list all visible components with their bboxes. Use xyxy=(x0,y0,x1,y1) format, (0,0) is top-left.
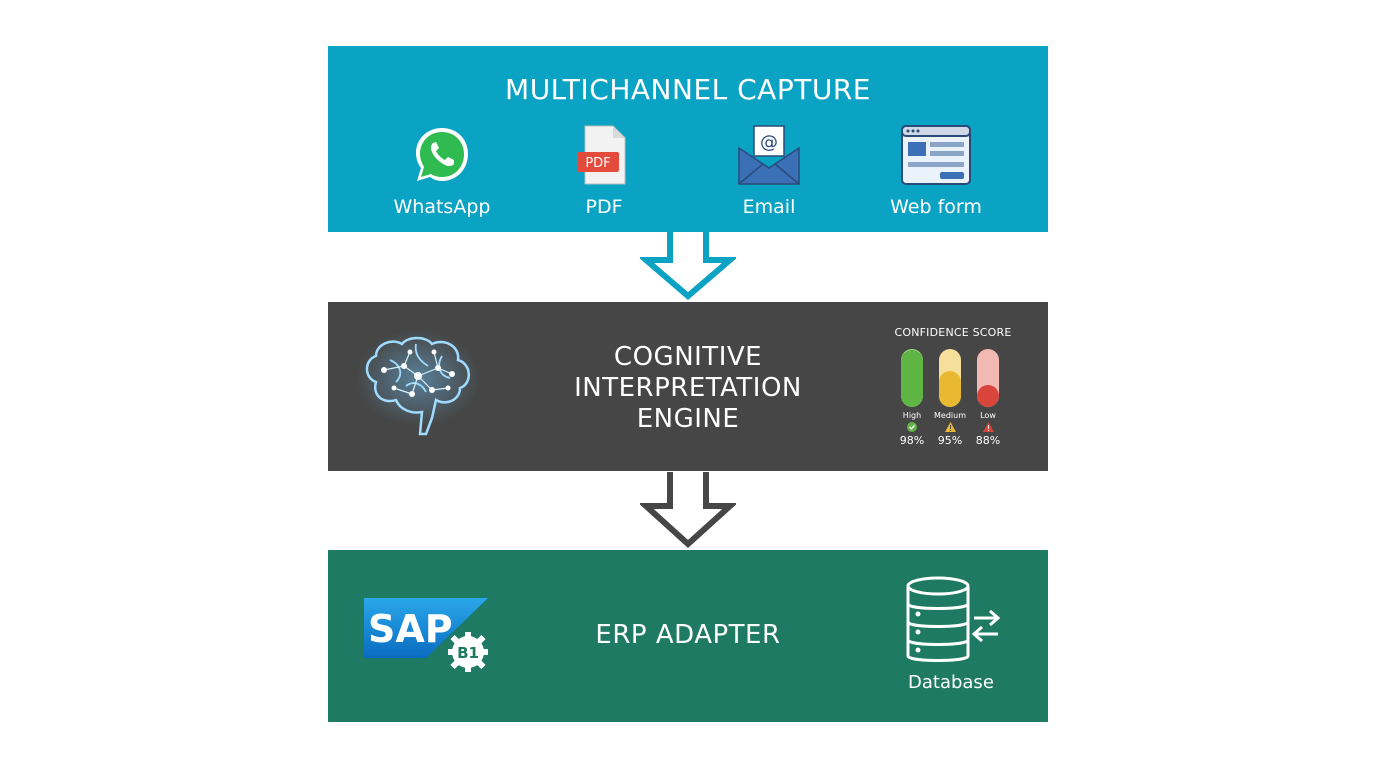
confidence-fill-medium xyxy=(939,371,961,407)
confidence-score-title: CONFIDENCE SCORE xyxy=(894,326,1012,339)
channel-label-pdf: PDF xyxy=(585,196,623,218)
pdf-file-icon: PDF xyxy=(577,125,626,185)
channel-whatsapp: WhatsApp xyxy=(362,124,522,218)
confidence-value-low: 88% xyxy=(975,434,1001,447)
confidence-label-high: High xyxy=(902,411,922,420)
database-block: Database xyxy=(884,576,1024,693)
database-sync-icon xyxy=(906,576,1001,662)
channel-label-email: Email xyxy=(742,196,796,218)
sap-logo-text: SAP xyxy=(368,607,453,651)
check-icon xyxy=(907,422,917,432)
pdf-badge-text: PDF xyxy=(585,156,610,171)
whatsapp-icon xyxy=(416,128,468,181)
confidence-score-widget: CONFIDENCE SCORE High 98% Medium xyxy=(888,326,1018,459)
alert-icon xyxy=(982,422,994,432)
capture-title: MULTICHANNEL CAPTURE xyxy=(505,73,871,106)
engine-title-line-3: ENGINE xyxy=(636,404,740,434)
b1-badge-text: B1 xyxy=(457,644,479,662)
confidence-value-high: 98% xyxy=(899,434,925,447)
flow-arrow-engine-to-erp xyxy=(640,472,736,548)
confidence-tube-low xyxy=(977,349,999,407)
web-form-icon xyxy=(901,125,971,185)
email-envelope-icon: @ xyxy=(738,125,800,185)
brain-network-icon xyxy=(356,330,480,436)
confidence-fill-low xyxy=(977,384,999,407)
flow-arrow-capture-to-engine xyxy=(640,232,736,300)
confidence-label-medium: Medium xyxy=(934,411,966,420)
confidence-fill-high xyxy=(901,350,923,407)
erp-adapter-panel: SAP B1 ERP ADAPTER xyxy=(328,550,1048,722)
sap-b1-logo: SAP B1 xyxy=(364,598,488,672)
confidence-tube-medium xyxy=(939,349,961,407)
confidence-label-low: Low xyxy=(980,411,996,420)
confidence-tube-high xyxy=(901,349,923,407)
email-at-sign: @ xyxy=(760,132,778,153)
warning-icon xyxy=(944,422,956,432)
b1-gear-badge: B1 xyxy=(448,632,488,672)
channel-pdf: PDF PDF xyxy=(524,124,684,218)
channel-email: @ Email xyxy=(689,124,849,218)
engine-title: COGNITIVE INTERPRETATION ENGINE xyxy=(528,342,848,435)
confidence-value-medium: 95% xyxy=(937,434,963,447)
cognitive-engine-panel: COGNITIVE INTERPRETATION ENGINE CONFIDEN… xyxy=(328,302,1048,471)
multichannel-capture-panel: MULTICHANNEL CAPTURE WhatsApp PDF PDF @ … xyxy=(328,46,1048,232)
channel-web-form: Web form xyxy=(856,124,1016,218)
channel-label-whatsapp: WhatsApp xyxy=(393,196,491,218)
confidence-bar-low: Low 88% xyxy=(970,349,1006,447)
confidence-bar-medium: Medium 95% xyxy=(932,349,968,447)
engine-title-line-2: INTERPRETATION xyxy=(574,373,802,403)
confidence-bar-high: High 98% xyxy=(894,349,930,447)
database-label: Database xyxy=(908,672,994,693)
erp-title: ERP ADAPTER xyxy=(595,620,781,650)
engine-title-line-1: COGNITIVE xyxy=(613,342,763,372)
channel-label-web-form: Web form xyxy=(890,196,982,218)
